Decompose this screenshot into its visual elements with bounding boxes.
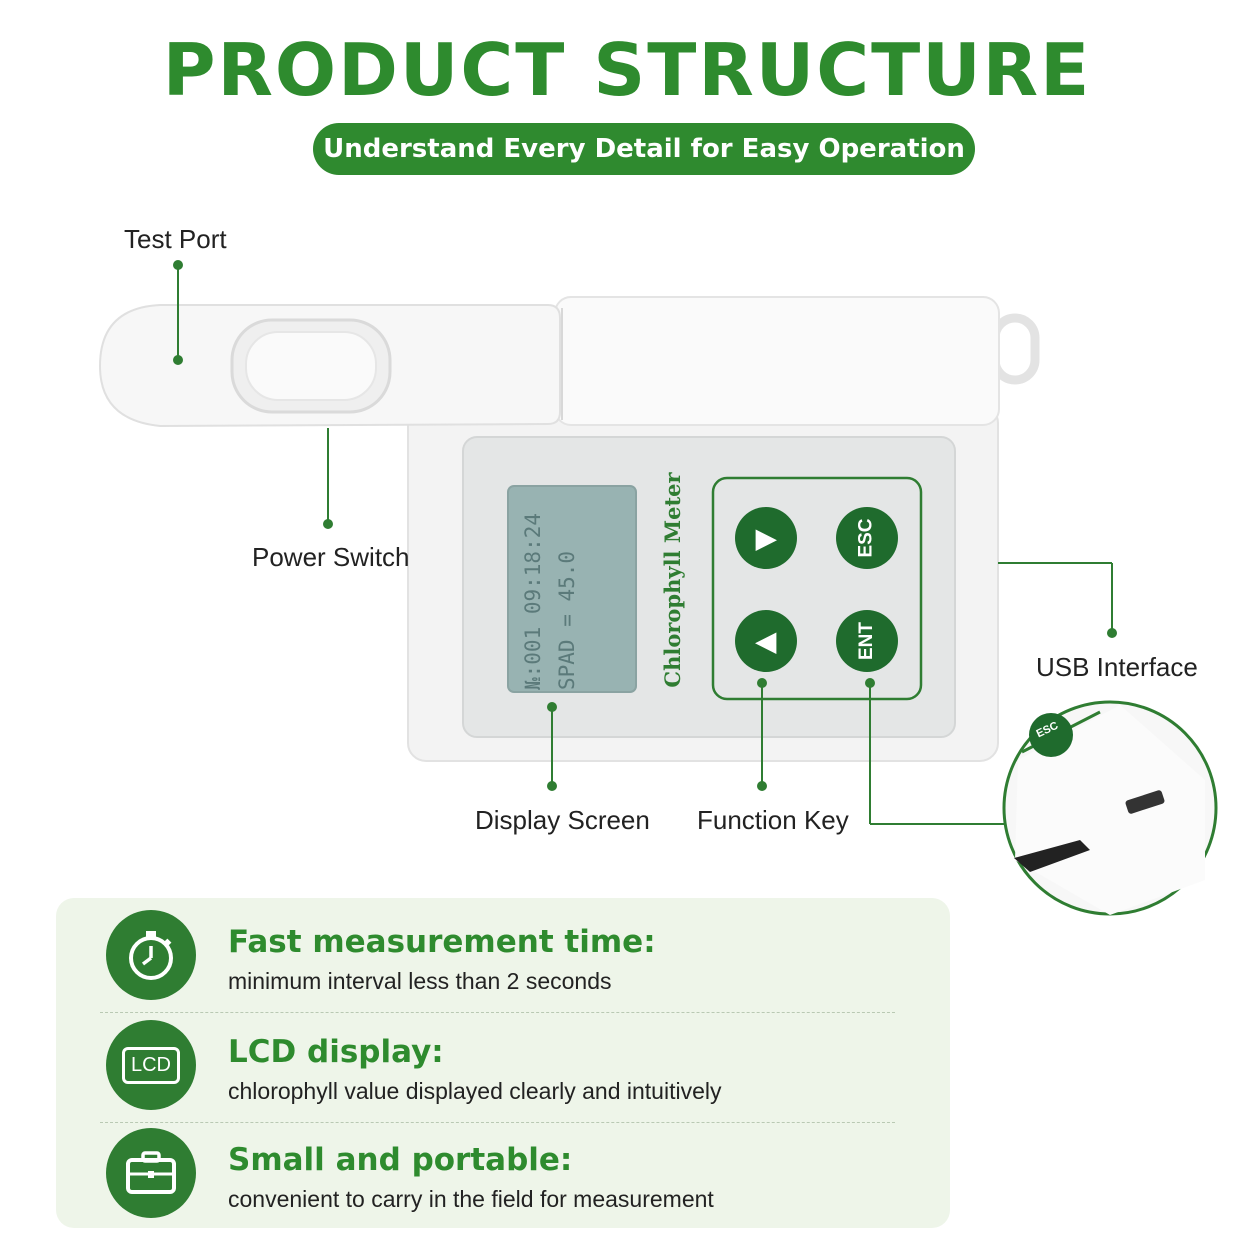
ent-key[interactable]: ENT — [836, 610, 898, 672]
usb-port — [1125, 790, 1165, 814]
feature-title: Small and portable: — [228, 1142, 573, 1178]
feature-divider — [100, 1012, 895, 1013]
right-arrow-key[interactable]: ▶ — [735, 507, 797, 569]
left-arrow-key[interactable]: ◀ — [735, 610, 797, 672]
feature-title: LCD display: — [228, 1034, 444, 1070]
feature-desc: chlorophyll value displayed clearly and … — [228, 1078, 722, 1104]
back-icon: ◀ — [756, 625, 776, 656]
lcd-icon-text: LCD — [121, 1046, 180, 1084]
page-title: PRODUCT STRUCTURE — [162, 28, 1092, 112]
callout-power-switch: Power Switch — [252, 542, 410, 572]
briefcase-icon — [106, 1128, 196, 1218]
stopwatch-icon — [106, 910, 196, 1000]
lcd-icon: LCD — [106, 1020, 196, 1110]
feature-item-portable: Small and portable: convenient to carry … — [56, 1116, 950, 1226]
play-icon: ▶ — [756, 522, 776, 553]
subtitle-banner: Understand Every Detail for Easy Operati… — [313, 123, 975, 175]
feature-divider — [100, 1122, 895, 1123]
esc-key[interactable]: ESC — [836, 507, 898, 569]
feature-item-fast: Fast measurement time: minimum interval … — [56, 898, 950, 1008]
feature-title: Fast measurement time: — [228, 924, 656, 960]
keypad-frame — [711, 476, 923, 701]
feature-desc: minimum interval less than 2 seconds — [228, 968, 612, 994]
feature-item-lcd: LCD LCD display: chlorophyll value displ… — [56, 1008, 950, 1118]
callout-function-key: Function Key — [697, 805, 849, 835]
feature-desc: convenient to carry in the field for mea… — [228, 1186, 714, 1212]
callout-display-screen: Display Screen — [475, 805, 650, 835]
features-panel: Fast measurement time: minimum interval … — [56, 898, 950, 1228]
callout-usb-interface: USB Interface — [1036, 652, 1198, 682]
lcd-screen — [507, 485, 637, 693]
callout-test-port: Test Port — [124, 224, 227, 254]
subtitle-text: Understand Every Detail for Easy Operati… — [323, 134, 965, 164]
